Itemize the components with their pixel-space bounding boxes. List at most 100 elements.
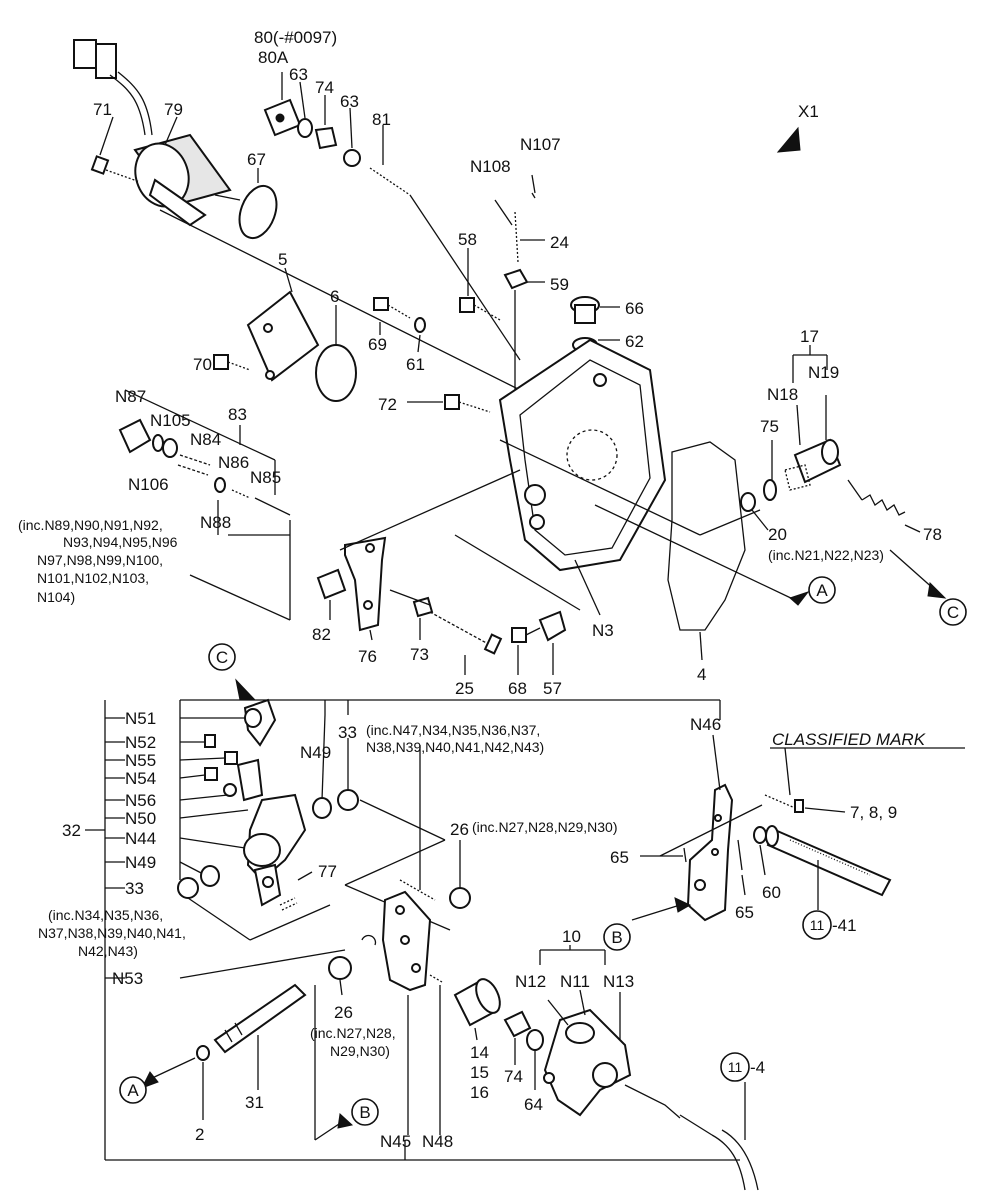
label-n13: N13: [603, 972, 634, 991]
label-p59: 59: [550, 275, 569, 294]
label-p64: 64: [524, 1095, 543, 1114]
label-p81: 81: [372, 110, 391, 129]
o-ring-67-part: [238, 184, 278, 240]
label-p15: 15: [470, 1063, 489, 1082]
label-p67: 67: [247, 150, 266, 169]
label-n87: N87: [115, 387, 146, 406]
stud-81-part: [369, 167, 411, 196]
gasket-plate-5-part: [246, 290, 320, 382]
label-p32: 32: [62, 821, 81, 840]
washer-33b-part: [177, 877, 199, 899]
shaft-31-part: [213, 983, 307, 1054]
callout-c-left: C: [208, 643, 236, 671]
lever-n44-part: [243, 793, 307, 907]
label-p31: 31: [245, 1093, 264, 1112]
label-p5: 5: [278, 250, 287, 269]
callout-a-lower: A: [119, 1076, 147, 1104]
label-p71: 71: [93, 100, 112, 119]
svg-text:B: B: [611, 928, 622, 947]
label-inc-n27-b1: (inc.N27,N28,: [310, 1025, 396, 1041]
governor-housing-part: [498, 338, 667, 572]
label-p11-41: -41: [832, 916, 857, 935]
label-n50: N50: [125, 809, 156, 828]
svg-text:11: 11: [728, 1059, 743, 1075]
gasket-4-part: [667, 441, 746, 631]
label-p16: 16: [470, 1083, 489, 1102]
label-p26b: 26: [334, 1003, 353, 1022]
label-inc-n27-b2: N29,N30): [330, 1043, 390, 1059]
label-n107: N107: [520, 135, 561, 154]
shaft-17-part: [784, 438, 842, 491]
label-inc-n47-l1: (inc.N47,N34,N35,N36,N37,: [366, 722, 540, 738]
bushing-n49b-part: [200, 865, 220, 887]
pin-65a-part: [683, 847, 687, 863]
label-p69: 69: [368, 335, 387, 354]
screw-n52-part: [204, 734, 216, 748]
solenoid-part: [133, 133, 241, 227]
svg-text:C: C: [947, 603, 959, 622]
callout-b-right: B: [603, 923, 631, 951]
label-n105: N105: [150, 411, 191, 430]
spring-78-part: [861, 494, 906, 516]
bolt-68-part: [511, 627, 527, 643]
label-p65a: 65: [610, 848, 629, 867]
label-n106: N106: [128, 475, 169, 494]
label-n12: N12: [515, 972, 546, 991]
label-n19: N19: [808, 363, 839, 382]
label-n51: N51: [125, 709, 156, 728]
label-p75: 75: [760, 417, 779, 436]
label-p33b: 33: [125, 879, 144, 898]
nut-80a-part: [263, 98, 361, 167]
label-p25: 25: [455, 679, 474, 698]
svg-text:A: A: [816, 581, 828, 600]
label-p33a: 33: [338, 723, 357, 742]
bolt-25-part: [429, 611, 491, 646]
label-p61: 61: [406, 355, 425, 374]
cable-part: [624, 1084, 759, 1191]
nut-74b-part: [503, 1010, 532, 1038]
label-p58: 58: [458, 230, 477, 249]
label-p68: 68: [508, 679, 527, 698]
lever-n51-part: [243, 698, 277, 747]
label-n88: N88: [200, 513, 231, 532]
spring-n47-part: [399, 879, 436, 901]
label-p72: 72: [378, 395, 397, 414]
label-n53: N53: [112, 969, 143, 988]
label-n3: N3: [592, 621, 614, 640]
label-p74a: 74: [315, 78, 334, 97]
callout-b-lower: B: [351, 1098, 379, 1126]
washer-n56-part: [223, 783, 237, 797]
svg-text:C: C: [216, 648, 228, 667]
label-p14: 14: [470, 1043, 489, 1062]
bolt-70-part: [213, 354, 251, 371]
seal-6-part: [315, 344, 357, 402]
lever-n46-part: [686, 783, 734, 922]
label-p2: 2: [195, 1125, 204, 1144]
label-classified: CLASSIFIED MARK: [772, 730, 926, 749]
svg-text:11: 11: [810, 917, 825, 933]
label-n45: N45: [380, 1132, 411, 1151]
bolt-69-part: [373, 297, 426, 333]
label-n48: N48: [422, 1132, 453, 1151]
label-p4: 4: [697, 665, 706, 684]
nut-59-part: [503, 268, 529, 290]
label-p60: 60: [762, 883, 781, 902]
label-n54: N54: [125, 769, 156, 788]
clip-n53-part: [361, 934, 377, 946]
label-inc-n89-l2: N93,N94,N95,N96: [63, 534, 178, 550]
label-p6: 6: [330, 287, 339, 306]
label-n11: N11: [560, 972, 590, 991]
cap-14-part: [453, 978, 501, 1027]
washer-60-part: [753, 826, 767, 844]
bracket-n50-part: [236, 758, 264, 802]
label-inc-n89-l1: (inc.N89,N90,N91,N92,: [18, 517, 163, 533]
label-p70: 70: [193, 355, 212, 374]
label-n86: N86: [218, 453, 249, 472]
label-p17: 17: [800, 327, 819, 346]
label-p10: 10: [562, 927, 581, 946]
label-x1: X1: [798, 102, 819, 121]
label-n52: N52: [125, 733, 156, 752]
shaft-11-41-part: [765, 825, 892, 897]
label-p24: 24: [550, 233, 569, 252]
o-ring-2-part: [196, 1045, 210, 1061]
